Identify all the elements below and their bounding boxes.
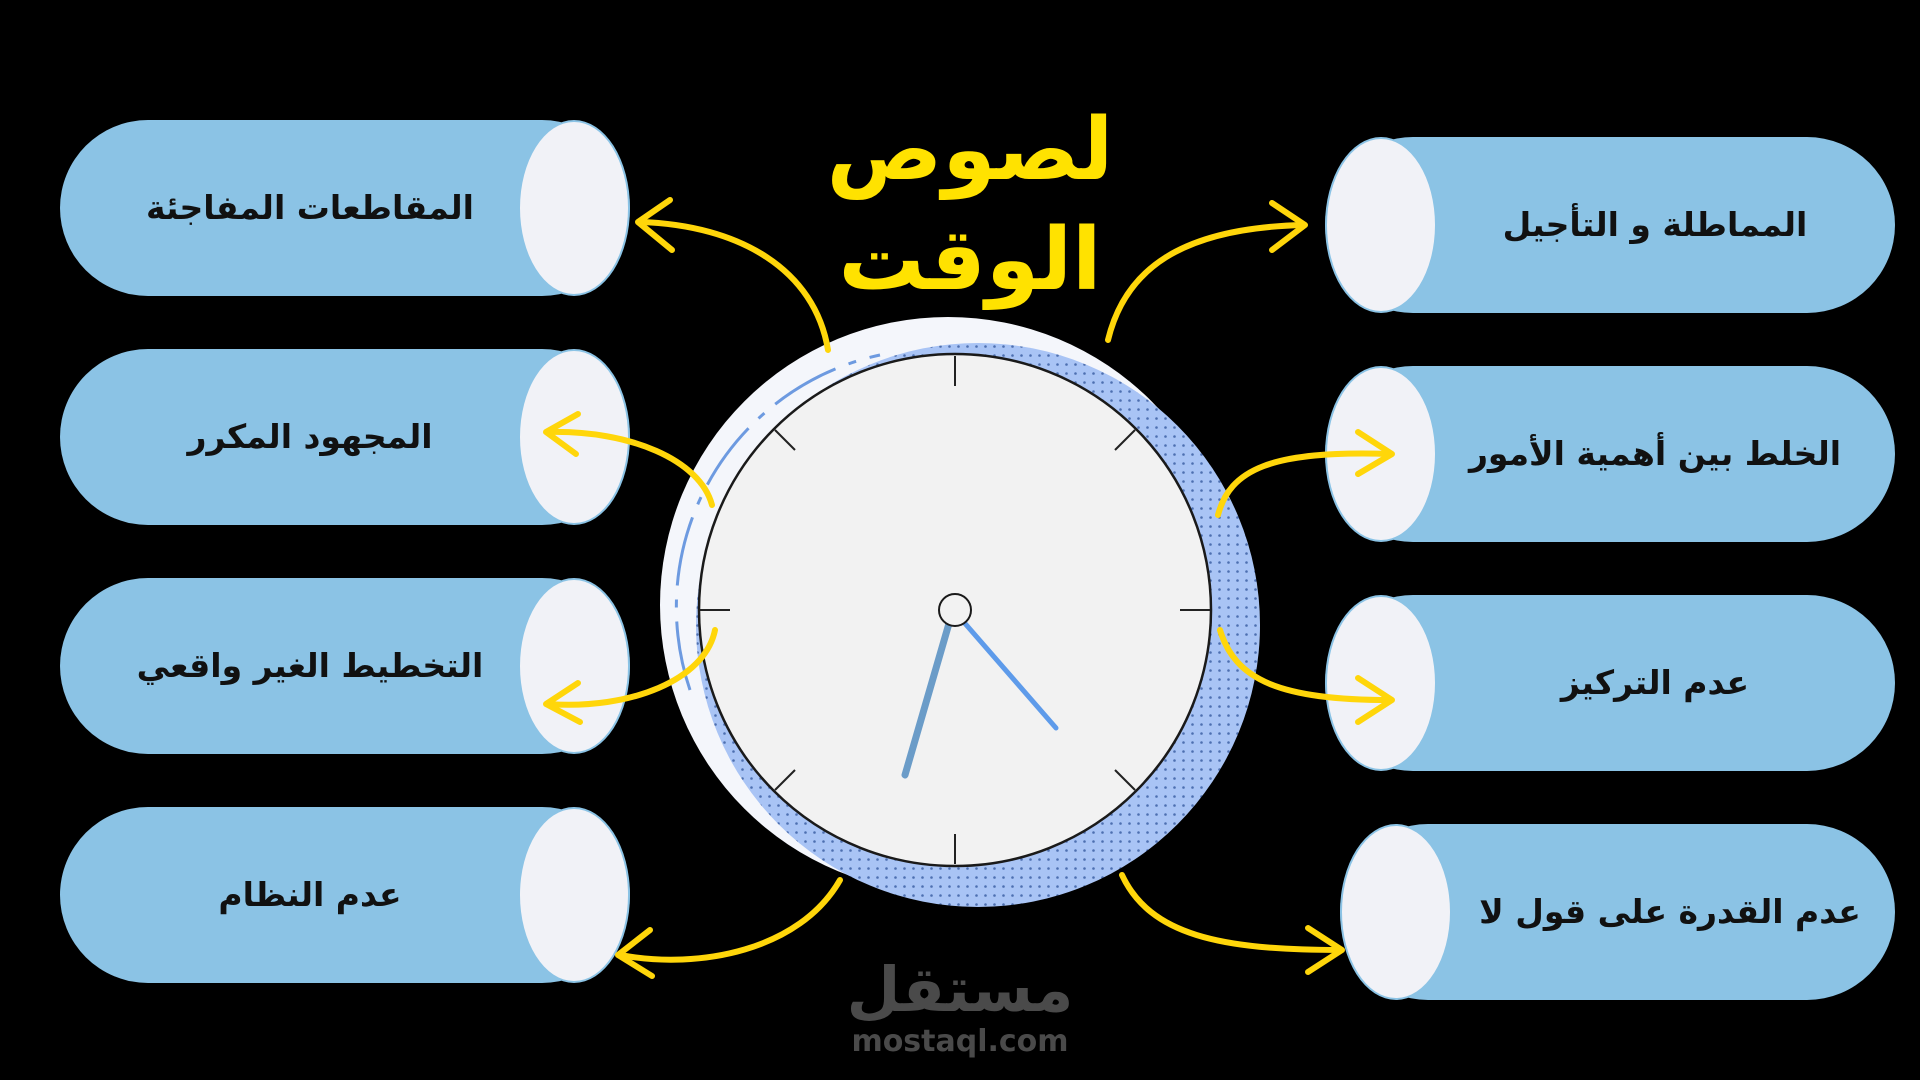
arrow-right-2: [1215, 450, 1393, 518]
clock-hour-hand: [901, 616, 954, 779]
cylinder-label: الخلط بين أهمية الأمور: [1468, 434, 1842, 473]
arrow-left-4: [617, 877, 843, 963]
cylinder-label: المماطلة و التأجيل: [1502, 205, 1808, 244]
cylinder-cap: [1340, 824, 1452, 1000]
arrow-right-3: [1217, 627, 1393, 703]
arrow-right-1: [1105, 222, 1306, 343]
cylinder-cap: [1325, 595, 1437, 771]
cylinder-cap: [518, 578, 630, 754]
watermark-logo-arabic: مستقل: [846, 953, 1074, 1026]
diagram-title: لصوص الوقت: [826, 100, 1114, 310]
arrow-left-3: [545, 627, 718, 708]
arrows: [543, 197, 1395, 979]
cylinder-cap: [1325, 137, 1437, 313]
arrow-left-1: [637, 219, 831, 353]
cylinder-cap: [518, 807, 630, 983]
cylinder-label: عدم النظام: [218, 875, 402, 914]
cylinder-label: التخطيط الغير واقعي: [136, 646, 484, 685]
cylinder-right-1: المماطلة و التأجيل: [1325, 137, 1895, 313]
clock-ticks: [700, 356, 1210, 864]
cylinder-label: المجهود المكرر: [187, 417, 433, 456]
cylinder-right-4: عدم القدرة على قول لا: [1340, 824, 1895, 1000]
cylinder-left-4: عدم النظام: [60, 807, 630, 983]
cylinder-cap: [518, 120, 630, 296]
arrow-left-2: [545, 428, 715, 508]
arrow-right-4: [1119, 872, 1343, 953]
cylinder-label: عدم التركيز: [1560, 663, 1750, 702]
clock-minute-hand: [959, 617, 1059, 731]
clock-center: [938, 593, 972, 627]
cylinder-right-3: عدم التركيز: [1325, 595, 1895, 771]
cylinder-left-1: المقاطعات المفاجئة: [60, 120, 630, 296]
clock-accent-arc: [674, 353, 881, 691]
watermark-logo-latin: mostaql.com: [851, 1024, 1069, 1059]
cylinder-label: المقاطعات المفاجئة: [146, 188, 474, 227]
cylinder-left-3: التخطيط الغير واقعي: [60, 578, 630, 754]
cylinder-label: عدم القدرة على قول لا: [1479, 892, 1861, 931]
